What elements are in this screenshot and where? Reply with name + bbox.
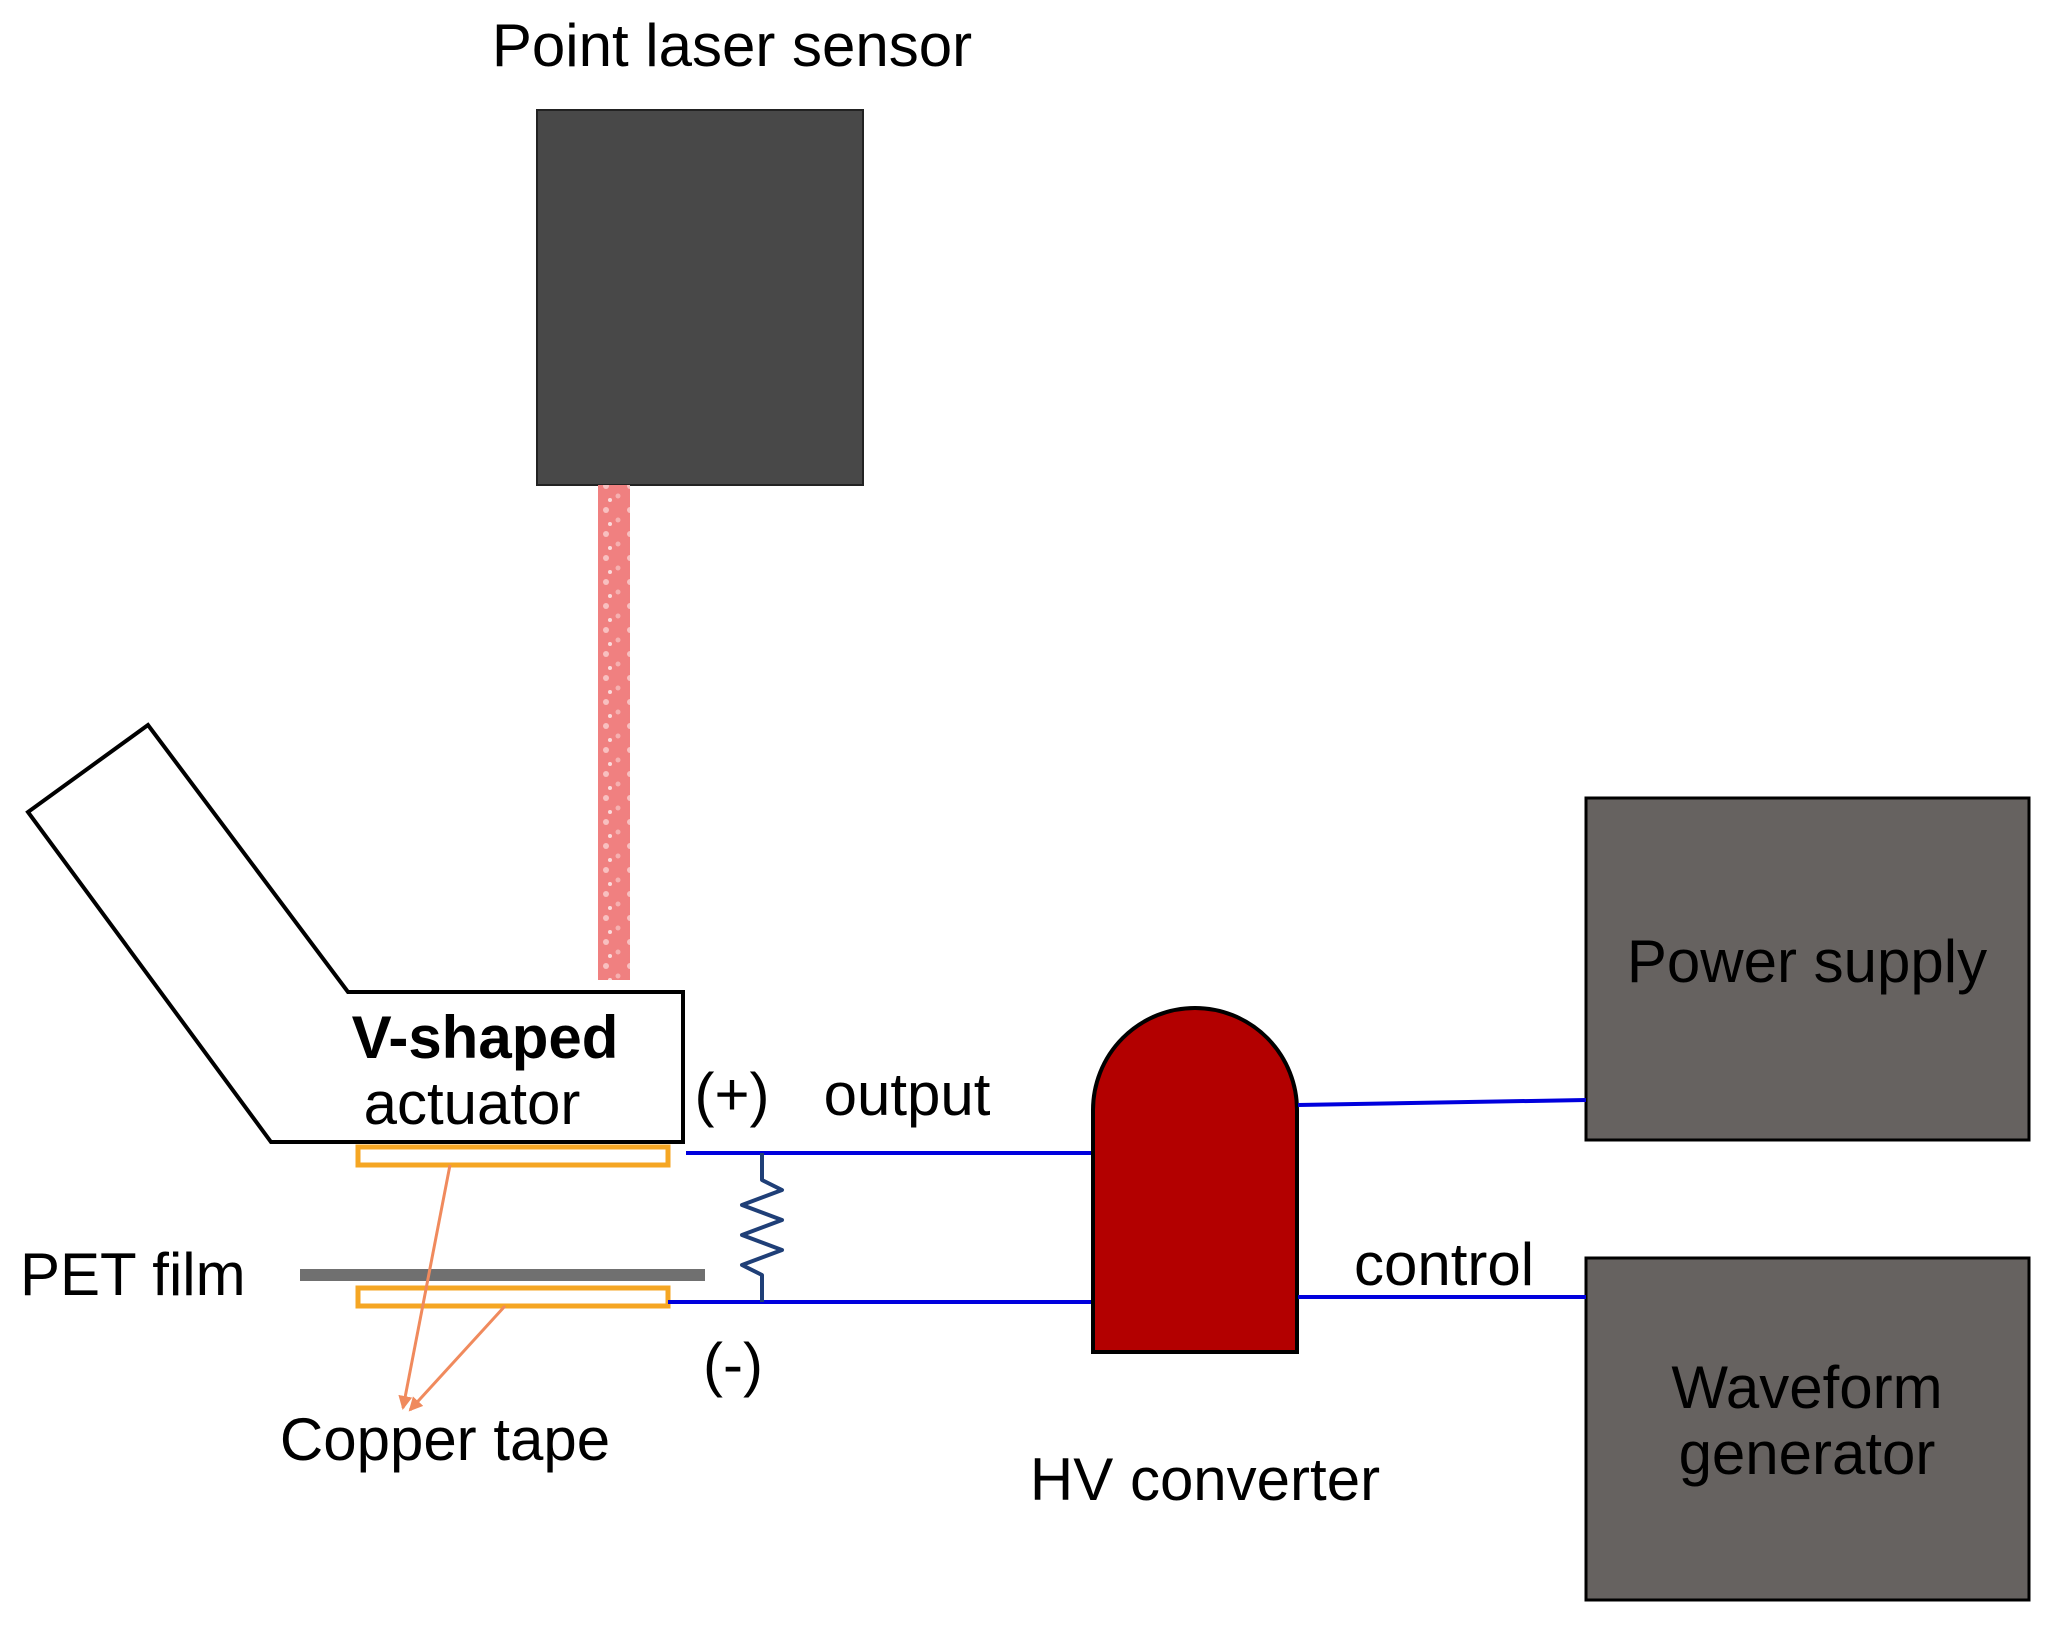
copper-tape-bottom	[355, 1285, 671, 1309]
resistor	[740, 1153, 784, 1302]
control-label: control	[1354, 1231, 1534, 1298]
waveform-generator-label-line2: generator	[1679, 1420, 1936, 1487]
waveform-generator	[1584, 1256, 2031, 1602]
copper-tape-top	[355, 1144, 671, 1168]
pet-film-label: PET film	[20, 1241, 246, 1308]
copper-tape-arrow-bottom	[408, 1304, 507, 1412]
point-laser-sensor	[536, 109, 864, 486]
copper-tape-label: Copper tape	[280, 1406, 610, 1473]
hv-converter-label: HV converter	[1030, 1446, 1380, 1513]
hv-converter	[1091, 1006, 1299, 1354]
v-shaped-actuator-label-line2: actuator	[364, 1070, 581, 1137]
output-label: output	[824, 1061, 991, 1128]
copper-tape-arrow-top	[398, 1164, 452, 1410]
v-shaped-actuator	[25, 722, 685, 1144]
power-supply-label: Power supply	[1627, 928, 1987, 995]
power-wire	[1297, 1098, 1587, 1107]
laser-beam	[598, 485, 630, 980]
positive-terminal-label: (+)	[695, 1061, 770, 1128]
v-shaped-actuator-label-line1: V-shaped	[352, 1004, 619, 1071]
waveform-generator-label-line1: Waveform	[1671, 1354, 1942, 1421]
negative-terminal-label: (-)	[703, 1331, 763, 1398]
power-supply	[1584, 796, 2031, 1142]
point-laser-sensor-label: Point laser sensor	[492, 12, 972, 79]
